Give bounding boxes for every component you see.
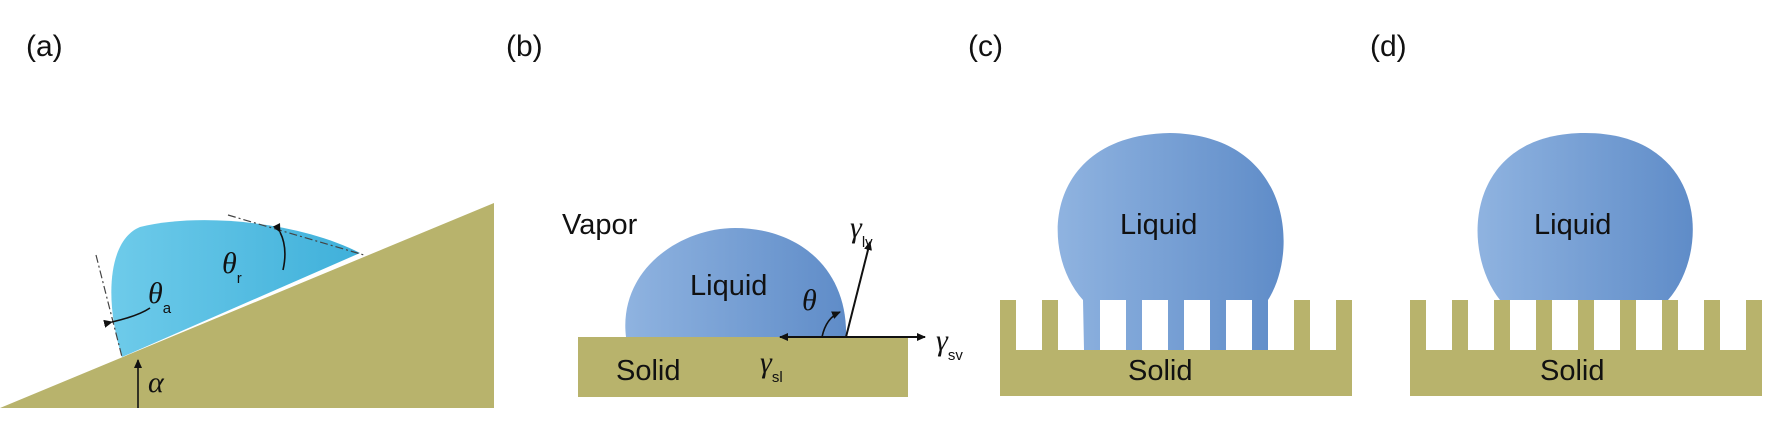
panel-b-liquid-label: Liquid: [690, 270, 767, 302]
panel-b: (b) Vapor Liquid Solid θ γlv γsv γsl: [506, 30, 963, 397]
gamma-lv-arrow: [845, 241, 872, 338]
theta-r-arc: [272, 223, 286, 271]
advancing-tangent: [95, 254, 123, 358]
vapor-label: Vapor: [562, 209, 638, 241]
cassie-droplet: [1477, 133, 1693, 300]
gamma-sl-symbol: γsl: [760, 346, 783, 386]
panel-b-solid-label: Solid: [616, 355, 681, 387]
panel-b-label: (b): [506, 30, 543, 63]
theta-a-symbol: θa: [148, 277, 172, 317]
theta-r-symbol: θr: [222, 247, 242, 287]
theta-symbol: θ: [802, 284, 817, 317]
panel-c: (c) Liquid Solid: [968, 30, 1352, 396]
inclined-plane: [0, 203, 494, 408]
panel-a: (a) θa θr α: [0, 30, 494, 408]
wenzel-droplet: [1057, 133, 1284, 350]
panel-c-solid-label: Solid: [1128, 355, 1193, 387]
sessile-droplet: [625, 228, 847, 337]
panel-d: (d) Liquid Solid: [1370, 30, 1762, 396]
receding-tangent: [227, 214, 365, 256]
gamma-sv-symbol: γsv: [936, 324, 963, 364]
solid-substrate: [578, 337, 908, 397]
panel-d-liquid-label: Liquid: [1534, 209, 1611, 241]
alpha-symbol: α: [148, 366, 165, 399]
theta-arc: [821, 311, 841, 338]
sliding-droplet: [111, 220, 360, 357]
panel-a-label: (a): [26, 30, 63, 63]
panel-d-label: (d): [1370, 30, 1407, 63]
panel-c-label: (c): [968, 30, 1003, 63]
panel-c-liquid-label: Liquid: [1120, 209, 1197, 241]
theta-a-arc: [103, 307, 151, 328]
pillared-substrate-d: [1410, 300, 1762, 396]
gamma-lv-symbol: γlv: [850, 211, 873, 251]
panel-d-solid-label: Solid: [1540, 355, 1605, 387]
